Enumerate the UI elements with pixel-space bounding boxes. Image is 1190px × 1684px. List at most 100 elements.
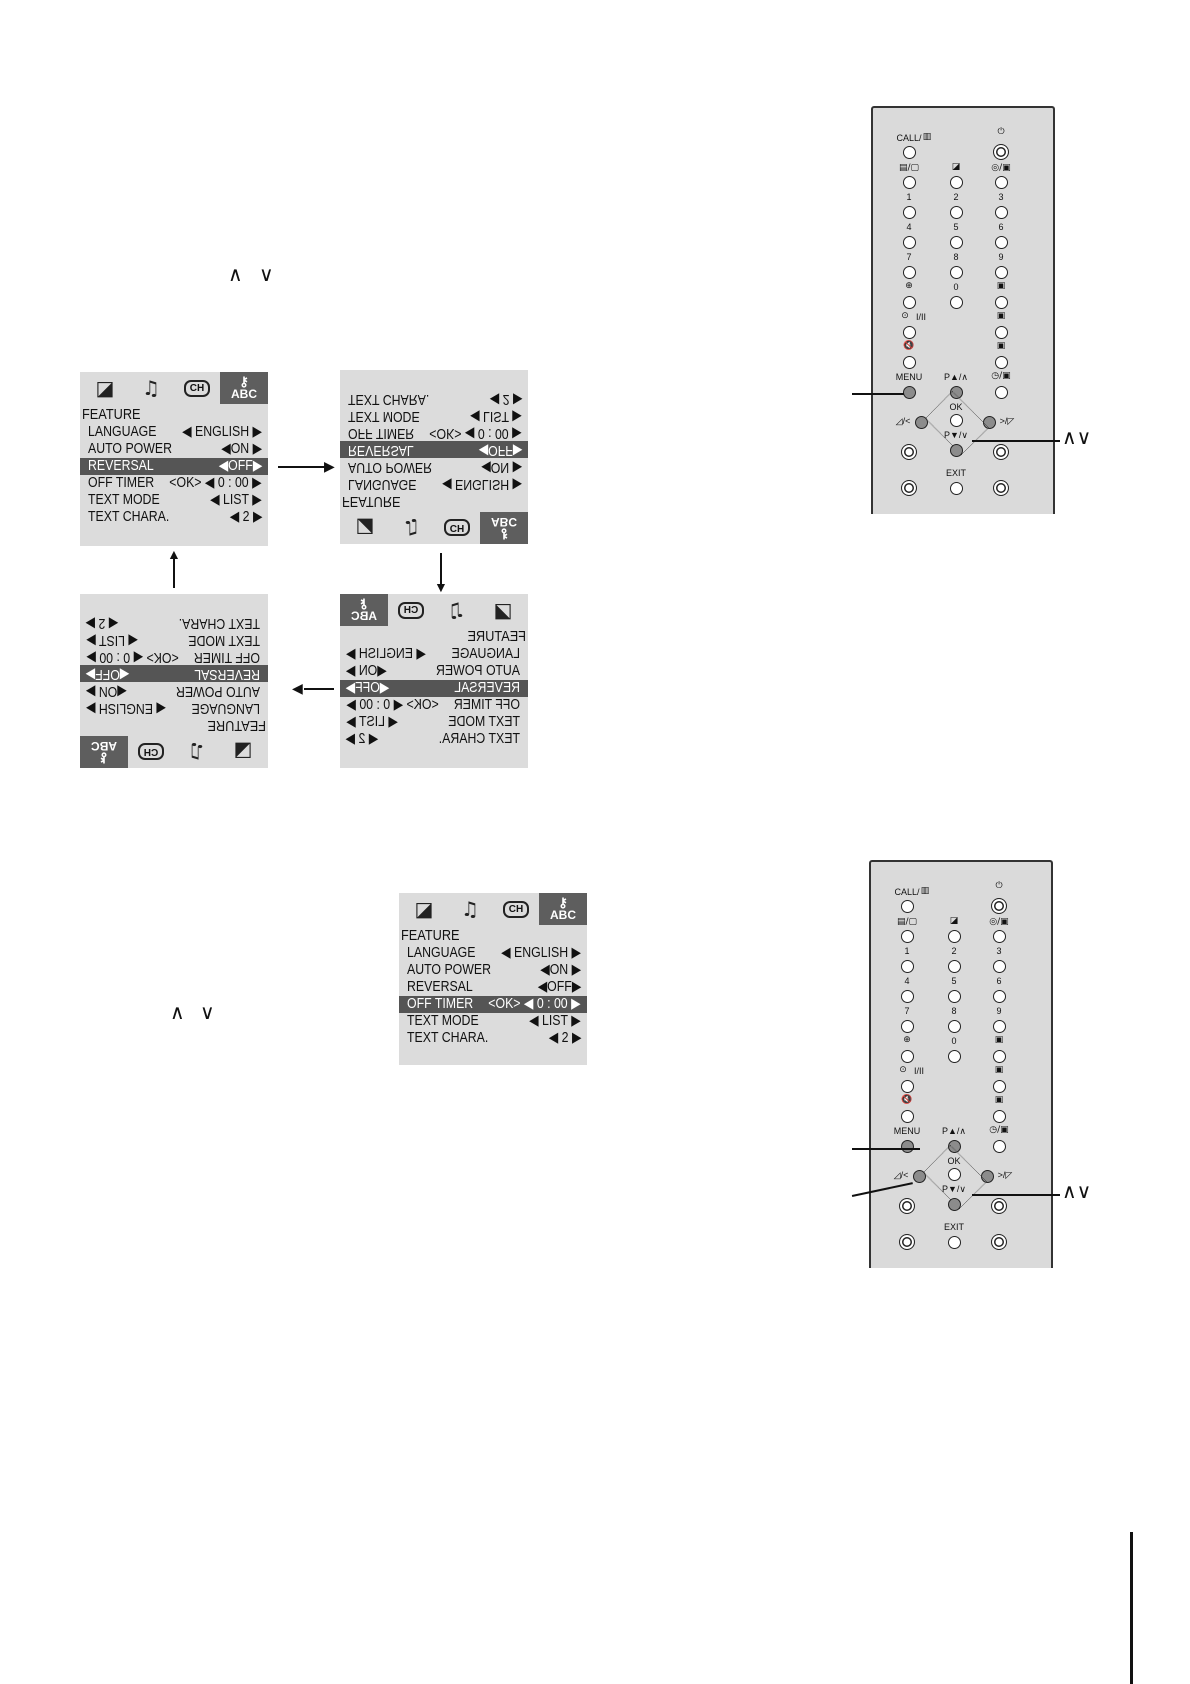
digit-button-2[interactable] (949, 205, 963, 219)
digit-label-4: 4 (906, 222, 912, 232)
exit-button[interactable] (949, 481, 963, 495)
tv-text-button[interactable] (900, 929, 914, 943)
dual-sound-button[interactable] (902, 325, 916, 339)
extra-button-left-2[interactable] (899, 1234, 915, 1250)
digit-label-6: 6 (998, 222, 1004, 232)
exit-button[interactable] (947, 1235, 961, 1249)
hundred-button[interactable] (902, 295, 916, 309)
power-icon: ⏻ (995, 881, 1003, 891)
dual-label: I/II (915, 312, 926, 322)
up-arrow-glyph-2: ∧ (170, 1000, 185, 1024)
dual-sound-button[interactable] (900, 1079, 914, 1093)
p-down-button[interactable] (949, 443, 963, 457)
menu-row-reversal: REVERSAL◀OFF▶ (80, 665, 268, 682)
channel-icon: CH (137, 743, 165, 761)
extra-button-right[interactable] (993, 444, 1009, 460)
clock-button[interactable] (992, 1139, 1006, 1153)
menu-row-language: LANGUAGE◀ ENGLISH ▶ (88, 424, 262, 440)
vol-up-button[interactable] (982, 415, 996, 429)
key-icon: ⚷ (99, 751, 109, 766)
osd-panel-mirrored: ◪ ♫ CH ⚷ABC FEATURE LANGUAGE◀ ENGLISH ▶ … (340, 594, 528, 768)
menu-title: FEATURE (342, 493, 401, 510)
call-label: CALL/ (896, 133, 922, 143)
digit-button-6[interactable] (992, 989, 1006, 1003)
music-note-icon: ♫ (142, 376, 160, 400)
digit-button-0[interactable] (947, 1049, 961, 1063)
text-hold-button[interactable] (992, 1049, 1006, 1063)
power-button[interactable] (993, 144, 1009, 160)
digit-button-2[interactable] (947, 959, 961, 973)
digit-button-1[interactable] (900, 959, 914, 973)
digit-button-5[interactable] (947, 989, 961, 1003)
picture-mode-button[interactable] (949, 175, 963, 189)
digit-button-1[interactable] (902, 205, 916, 219)
ok-button[interactable] (947, 1167, 961, 1181)
arrow-left (304, 688, 334, 690)
pdown-leader-line (972, 440, 1060, 442)
menu-title: FEATURE (207, 717, 266, 734)
ok-button[interactable] (949, 413, 963, 427)
text-size-button[interactable] (994, 355, 1008, 369)
tab-feature: ⚷ABC (220, 372, 268, 404)
menu-row-auto-power: AUTO POWER◀ON ▶ (88, 441, 262, 457)
mute-button[interactable] (900, 1109, 914, 1123)
vol-down-button[interactable] (914, 415, 928, 429)
vol-down-button[interactable] (912, 1169, 926, 1183)
picture-mode-button[interactable] (947, 929, 961, 943)
digit-button-0[interactable] (949, 295, 963, 309)
power-icon: ⏻ (997, 127, 1005, 137)
text-reveal-button[interactable] (992, 1079, 1006, 1093)
digit-label-5: 5 (953, 222, 959, 232)
menu-row-off-timer: OFF TIMER<OK> ◀ 0 : 00 ▶ (348, 425, 522, 441)
menu-row-off-timer: OFF TIMER<OK> ◀ 0 : 00 ▶ (346, 697, 520, 713)
extra-button-left[interactable] (899, 1198, 915, 1214)
down-arrow-glyph: ∨ (259, 262, 274, 286)
osd-panel-normal: ◪ ♫ CH ⚷ABC FEATURE LANGUAGE◀ ENGLISH ▶ … (80, 372, 268, 546)
call-button[interactable] (900, 899, 914, 913)
extra-button-left-2[interactable] (901, 480, 917, 496)
digit-button-4[interactable] (900, 989, 914, 1003)
digit-button-9[interactable] (992, 1019, 1006, 1033)
p-up-button[interactable] (949, 385, 963, 399)
ok-label: OK (949, 402, 963, 412)
extra-button-right[interactable] (991, 1198, 1007, 1214)
mute-button[interactable] (902, 355, 916, 369)
digit-button-7[interactable] (902, 265, 916, 279)
input-button[interactable] (994, 175, 1008, 189)
picture-icon: ◪ (414, 897, 434, 921)
menu-button[interactable] (902, 385, 916, 399)
tab-channel: CH (174, 372, 220, 404)
text-hold-button[interactable] (994, 295, 1008, 309)
clock-button[interactable] (994, 385, 1008, 399)
digit-button-4[interactable] (902, 235, 916, 249)
hundred-icon: ⊕ (903, 1035, 911, 1045)
input-button[interactable] (992, 929, 1006, 943)
dual-sound-icon: ⊙ (899, 1065, 907, 1075)
text-size-button[interactable] (992, 1109, 1006, 1123)
extra-button-left[interactable] (901, 444, 917, 460)
tv-text-button[interactable] (902, 175, 916, 189)
digit-button-3[interactable] (994, 205, 1008, 219)
picture-mode-icon: ◪ (949, 916, 959, 926)
p-up-button[interactable] (947, 1139, 961, 1153)
exit-label: EXIT (943, 1222, 964, 1232)
power-button[interactable] (991, 898, 1007, 914)
hundred-button[interactable] (900, 1049, 914, 1063)
digit-button-8[interactable] (947, 1019, 961, 1033)
digit-button-3[interactable] (992, 959, 1006, 973)
p-down-button[interactable] (947, 1197, 961, 1211)
digit-button-8[interactable] (949, 265, 963, 279)
extra-button-right-2[interactable] (993, 480, 1009, 496)
text-reveal-button[interactable] (994, 325, 1008, 339)
digit-button-5[interactable] (949, 235, 963, 249)
digit-label-4: 4 (904, 976, 910, 986)
digit-button-7[interactable] (900, 1019, 914, 1033)
menu-button[interactable] (900, 1139, 914, 1153)
menu-tabs: ◪ ♫ CH ⚷ABC (80, 372, 268, 404)
digit-button-6[interactable] (994, 235, 1008, 249)
vol-up-button[interactable] (980, 1169, 994, 1183)
call-button[interactable] (902, 145, 916, 159)
channel-icon: CH (502, 900, 530, 918)
extra-button-right-2[interactable] (991, 1234, 1007, 1250)
digit-button-9[interactable] (994, 265, 1008, 279)
